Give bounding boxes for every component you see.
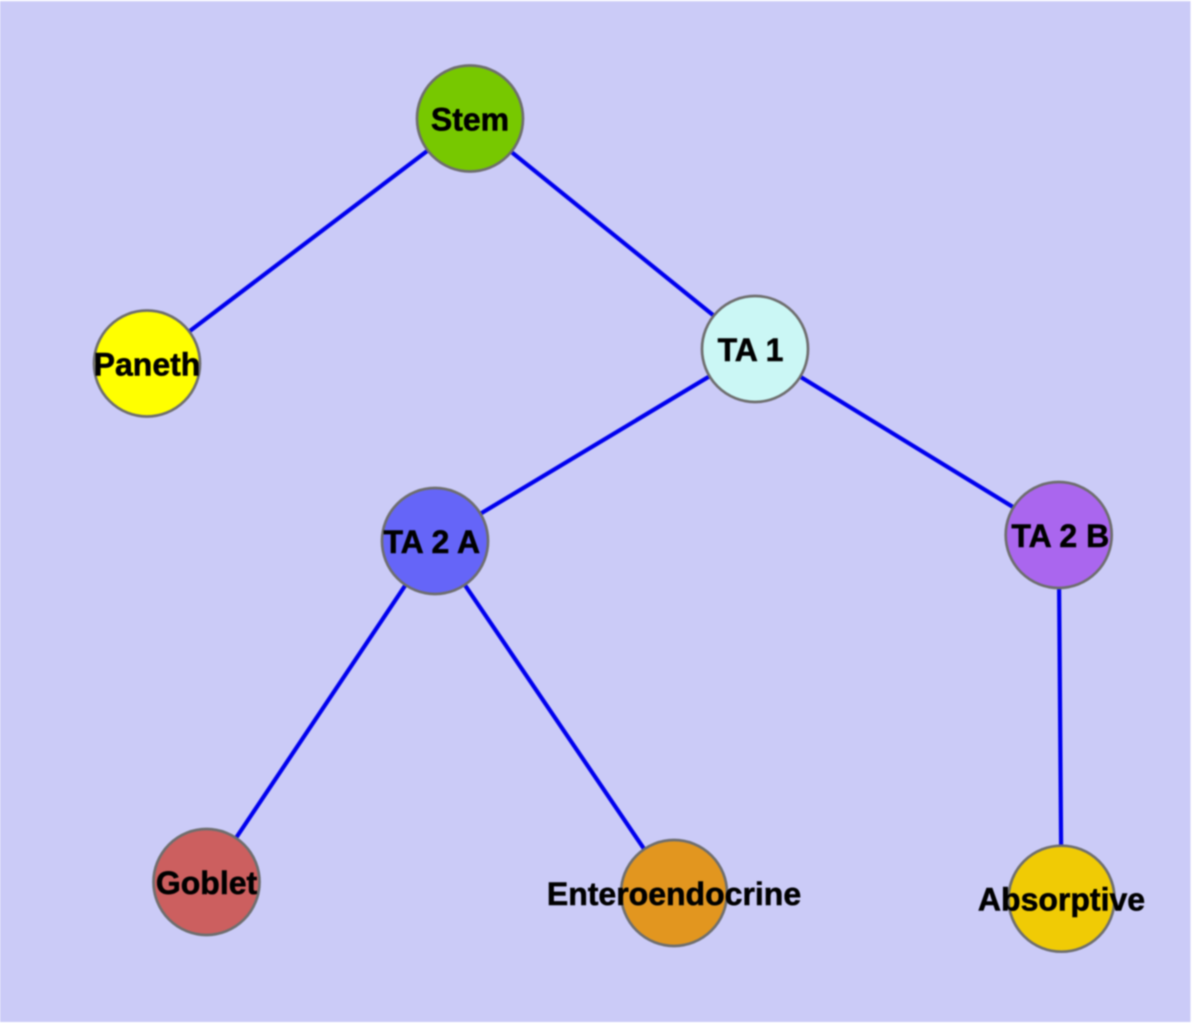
svg-text:Absorptive: Absorptive [978, 882, 1145, 918]
svg-text:Goblet: Goblet [156, 865, 258, 901]
svg-text:TA 1: TA 1 [718, 332, 784, 368]
svg-text:TA 2 B: TA 2 B [1011, 518, 1109, 554]
svg-text:Stem: Stem [431, 102, 509, 138]
svg-text:TA 2 A: TA 2 A [384, 524, 481, 560]
svg-text:Paneth: Paneth [94, 347, 201, 383]
svg-text:Enteroendocrine: Enteroendocrine [547, 876, 801, 912]
